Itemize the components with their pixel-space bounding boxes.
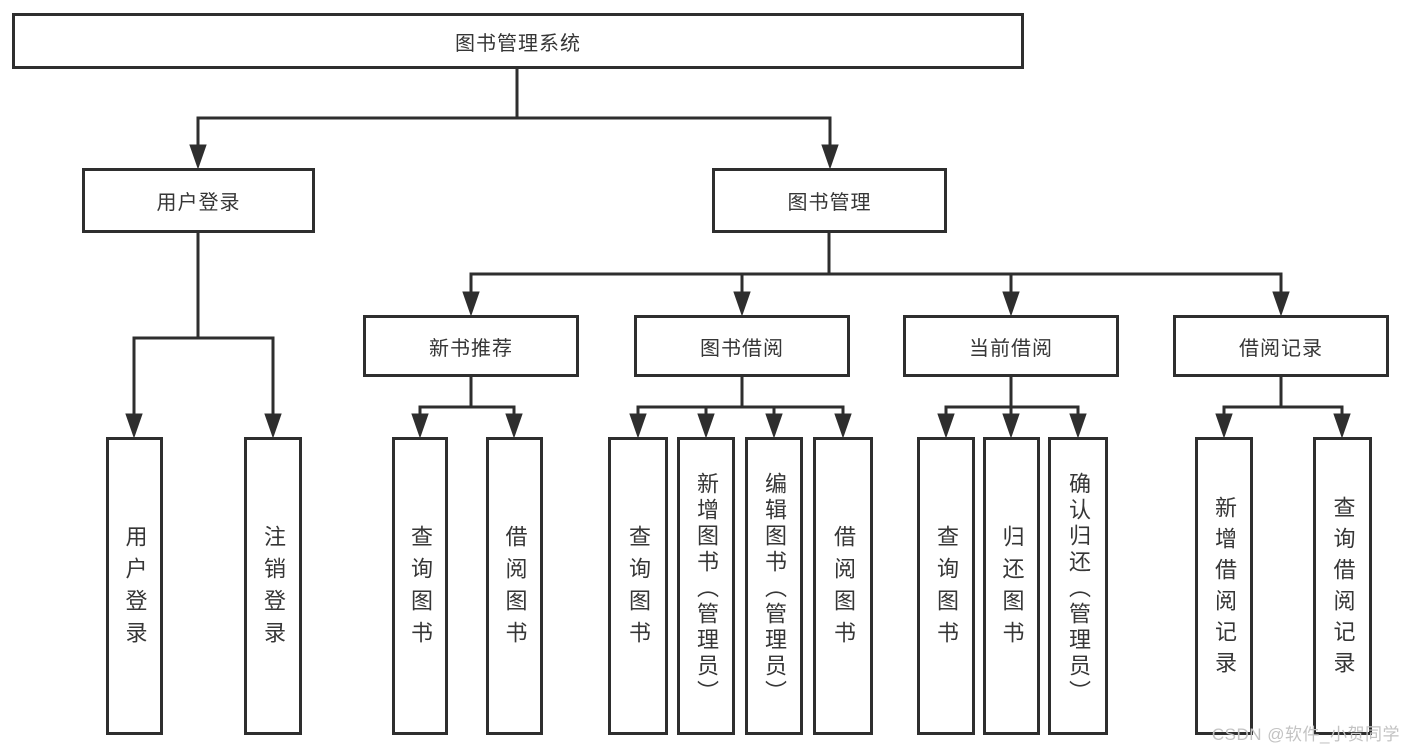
- leaf-current-return-books: 归还图书: [983, 437, 1040, 735]
- node-borrow-records: 借阅记录: [1173, 315, 1389, 377]
- csdn-watermark: CSDN @软件_小贺同学: [1211, 725, 1400, 744]
- edge-records-children: [1215, 375, 1351, 439]
- leaf-logout: 注销登录: [244, 437, 302, 735]
- leaf-records-query-record: 查询借阅记录: [1313, 437, 1372, 735]
- leaf-current-confirm-return-admin: 确认归还（管理员）: [1048, 437, 1108, 735]
- leaf-borrow-edit-book-admin: 编辑图书（管理员）: [745, 437, 803, 735]
- edge-recommend-children: [411, 375, 523, 439]
- node-user-login: 用户登录: [82, 168, 315, 233]
- node-new-book-recommend: 新书推荐: [363, 315, 579, 377]
- leaf-borrow-borrow-books: 借阅图书: [813, 437, 873, 735]
- leaf-records-add-record: 新增借阅记录: [1195, 437, 1253, 735]
- node-book-management: 图书管理: [712, 168, 947, 233]
- edge-user-login-children: [125, 231, 282, 439]
- leaf-borrow-add-book-admin: 新增图书（管理员）: [677, 437, 735, 735]
- leaf-borrow-query-books: 查询图书: [608, 437, 668, 735]
- edge-current-children: [937, 375, 1087, 439]
- leaf-user-login: 用户登录: [106, 437, 163, 735]
- node-book-borrow: 图书借阅: [634, 315, 850, 377]
- node-current-borrow: 当前借阅: [903, 315, 1119, 377]
- edge-borrow-children: [629, 375, 852, 439]
- leaf-recommend-borrow-books: 借阅图书: [486, 437, 543, 735]
- edge-book-mgmt-to-level3: [462, 231, 1290, 317]
- leaf-recommend-query-books: 查询图书: [392, 437, 448, 735]
- leaf-current-query-books: 查询图书: [917, 437, 975, 735]
- node-root-system: 图书管理系统: [12, 13, 1024, 69]
- edge-root-to-level2: [189, 67, 839, 170]
